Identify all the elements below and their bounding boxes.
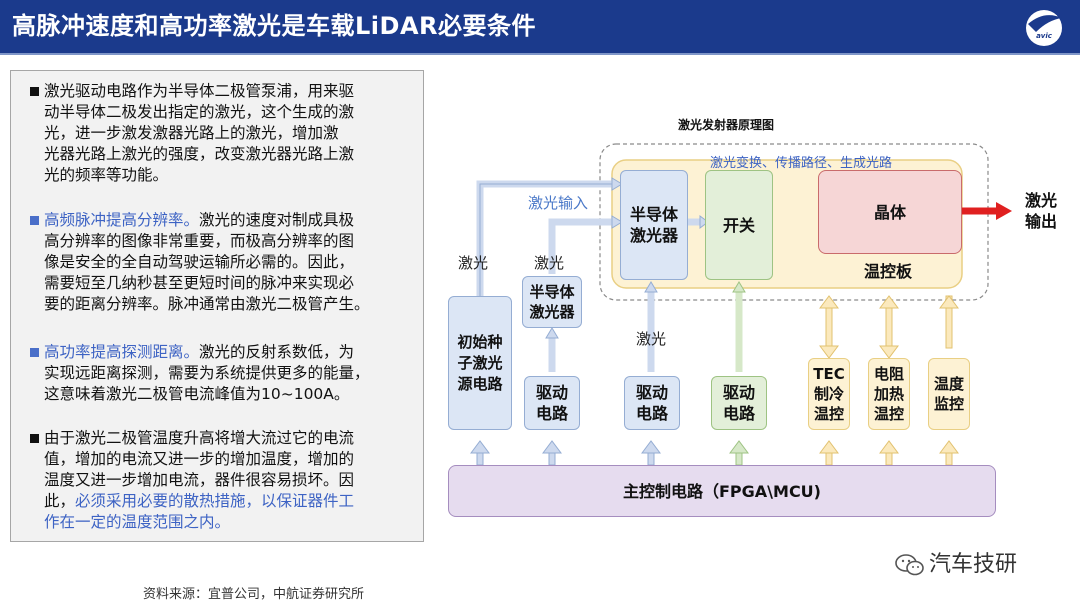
box-line: 驱动 bbox=[535, 383, 568, 402]
avic-logo: avic bbox=[1022, 6, 1066, 50]
header-bar: 高脉冲速度和高功率激光是车载LiDAR必要条件 avic bbox=[0, 0, 1080, 53]
box-line: 电路 bbox=[635, 404, 668, 423]
highlight-text: 高频脉冲提高分辨率。 bbox=[44, 211, 200, 229]
resistance-heating-control: 电阻 加热 温控 bbox=[868, 358, 910, 430]
box-line: 温控 bbox=[873, 405, 904, 423]
line: 光器光路上激光的强度，改变激光器光路上激 bbox=[44, 145, 355, 163]
line: 由于激光二极管温度升高将增大流过它的电流 bbox=[44, 429, 355, 447]
temperature-monitor: 温度 监控 bbox=[928, 358, 970, 430]
paragraph-2: 高频脉冲提高分辨率。激光的速度对制成具极 高分辨率的图像非常重要，而极高分辨率的… bbox=[30, 210, 424, 315]
temp-board-label: 温控板 bbox=[864, 262, 913, 281]
box-line: 激光器 bbox=[529, 303, 575, 321]
laser-emitter-diagram: 激光发射器原理图 激光变换、传播路径、生成光路 激光输入 激光 激光 激光 半导… bbox=[440, 110, 1080, 530]
line: 激光驱动电路作为半导体二极管泵浦，用来驱 bbox=[44, 82, 355, 100]
box-line: 温度 bbox=[933, 375, 964, 393]
watermark-text: 汽车技研 bbox=[929, 552, 1018, 577]
box-line: 监控 bbox=[933, 395, 964, 413]
drive-circuit-2: 驱动 电路 bbox=[624, 376, 680, 430]
box-line: 主控制电路（FPGA\MCU) bbox=[623, 481, 821, 501]
bullet-icon bbox=[30, 348, 39, 357]
box-line: 驱动 bbox=[722, 383, 755, 402]
laser-input-label: 激光输入 bbox=[528, 194, 589, 212]
description-panel: 激光驱动电路作为半导体二极管泵浦，用来驱 动半导体二极发出指定的激光，这个生成的… bbox=[10, 70, 424, 542]
box-line: 加热 bbox=[873, 385, 904, 403]
box-line: 驱动 bbox=[635, 383, 668, 402]
process-label: 激光变换、传播路径、生成光路 bbox=[710, 156, 893, 171]
laser-label-semi: 激光 bbox=[534, 254, 565, 272]
bullet-icon bbox=[30, 216, 39, 225]
line: 激光的反射系数低，为 bbox=[199, 343, 355, 361]
line: 需要短至几纳秒甚至更短时间的脉冲来实现必 bbox=[44, 274, 355, 292]
line: 光的频率等功能。 bbox=[44, 166, 169, 184]
bullet-icon bbox=[30, 87, 39, 96]
header-divider bbox=[0, 53, 1080, 55]
box-line: 电路 bbox=[535, 404, 568, 423]
highlight-text: 作在一定的温度范围之内。 bbox=[44, 513, 231, 531]
box-line: 晶体 bbox=[873, 202, 906, 222]
highlight-text: 高功率提高探测距离。 bbox=[44, 343, 200, 361]
main-control-circuit: 主控制电路（FPGA\MCU) bbox=[448, 465, 996, 517]
diagram-title: 激光发射器原理图 bbox=[678, 118, 775, 132]
paragraph-3: 高功率提高探测距离。激光的反射系数低，为 实现远距离探测，需要为系统提供更多的能… bbox=[30, 342, 424, 405]
line: 激光的速度对制成具极 bbox=[199, 211, 355, 229]
page-title: 高脉冲速度和高功率激光是车载LiDAR必要条件 bbox=[12, 12, 536, 40]
box-line: 温控 bbox=[813, 405, 844, 423]
switch-box: 开关 bbox=[705, 170, 773, 280]
line: 实现远距离探测，需要为系统提供更多的能量， bbox=[44, 364, 370, 382]
box-line: 初始种 bbox=[457, 332, 503, 351]
box-line: 源电路 bbox=[457, 374, 503, 393]
line: 动半导体二极发出指定的激光，这个生成的激 bbox=[44, 103, 355, 121]
box-line: 激光器 bbox=[629, 226, 678, 245]
drive-circuit-3: 驱动 电路 bbox=[711, 376, 767, 430]
laser-label-drive: 激光 bbox=[636, 330, 667, 348]
box-line: 开关 bbox=[722, 215, 755, 235]
box-line: 输出 bbox=[1024, 212, 1057, 231]
logo-text: avic bbox=[1036, 32, 1052, 40]
box-line: 电路 bbox=[722, 404, 755, 423]
box-line: TEC bbox=[813, 365, 845, 383]
line: 温度又进一步增加电流，器件很容易损坏。因 bbox=[44, 471, 355, 489]
semiconductor-laser-small: 半导体 激光器 bbox=[522, 276, 582, 328]
semiconductor-laser-main: 半导体 激光器 bbox=[620, 170, 688, 280]
laser-output-label: 激光 输出 bbox=[1016, 188, 1066, 234]
line: 这意味着激光二极管电流峰值为10~100A。 bbox=[44, 385, 350, 403]
paragraph-4: 由于激光二极管温度升高将增大流过它的电流 值，增加的电流又进一步的增加温度，增加… bbox=[30, 428, 424, 533]
bullet-icon bbox=[30, 434, 39, 443]
paragraph-1: 激光驱动电路作为半导体二极管泵浦，用来驱 动半导体二极发出指定的激光，这个生成的… bbox=[30, 81, 424, 186]
line: 像是安全的全自动驾驶运输所必需的。因此， bbox=[44, 253, 355, 271]
line: 值，增加的电流又进一步的增加温度，增加的 bbox=[44, 450, 355, 468]
line: 要的距离分辨率。脉冲通常由激光二极管产生。 bbox=[44, 295, 370, 313]
laser-label-seed: 激光 bbox=[458, 254, 489, 272]
tec-cooling-control: TEC 制冷 温控 bbox=[808, 358, 850, 430]
wechat-icon bbox=[895, 554, 924, 576]
line: 高分辨率的图像非常重要，而极高分辨率的图 bbox=[44, 232, 355, 250]
box-line: 半导体 bbox=[629, 205, 678, 224]
box-line: 电阻 bbox=[873, 365, 904, 383]
source-note: 资料来源：宜普公司，中航证券研究所 bbox=[143, 587, 365, 602]
drive-circuit-1: 驱动 电路 bbox=[524, 376, 580, 430]
watermark: 汽车技研 bbox=[895, 546, 1017, 578]
highlight-text: 必须采用必要的散热措施，以保证器件工 bbox=[75, 492, 355, 510]
box-line: 激光 bbox=[1024, 191, 1057, 210]
seed-laser-source-circuit: 初始种 子激光 源电路 bbox=[448, 296, 512, 430]
box-line: 半导体 bbox=[529, 283, 575, 301]
line: 光，进一步激发激器光路上的激光，增加激 bbox=[44, 124, 339, 142]
box-line: 子激光 bbox=[457, 353, 503, 372]
box-line: 制冷 bbox=[813, 385, 844, 403]
line: 此， bbox=[44, 492, 76, 510]
crystal-box: 晶体 bbox=[818, 170, 962, 254]
